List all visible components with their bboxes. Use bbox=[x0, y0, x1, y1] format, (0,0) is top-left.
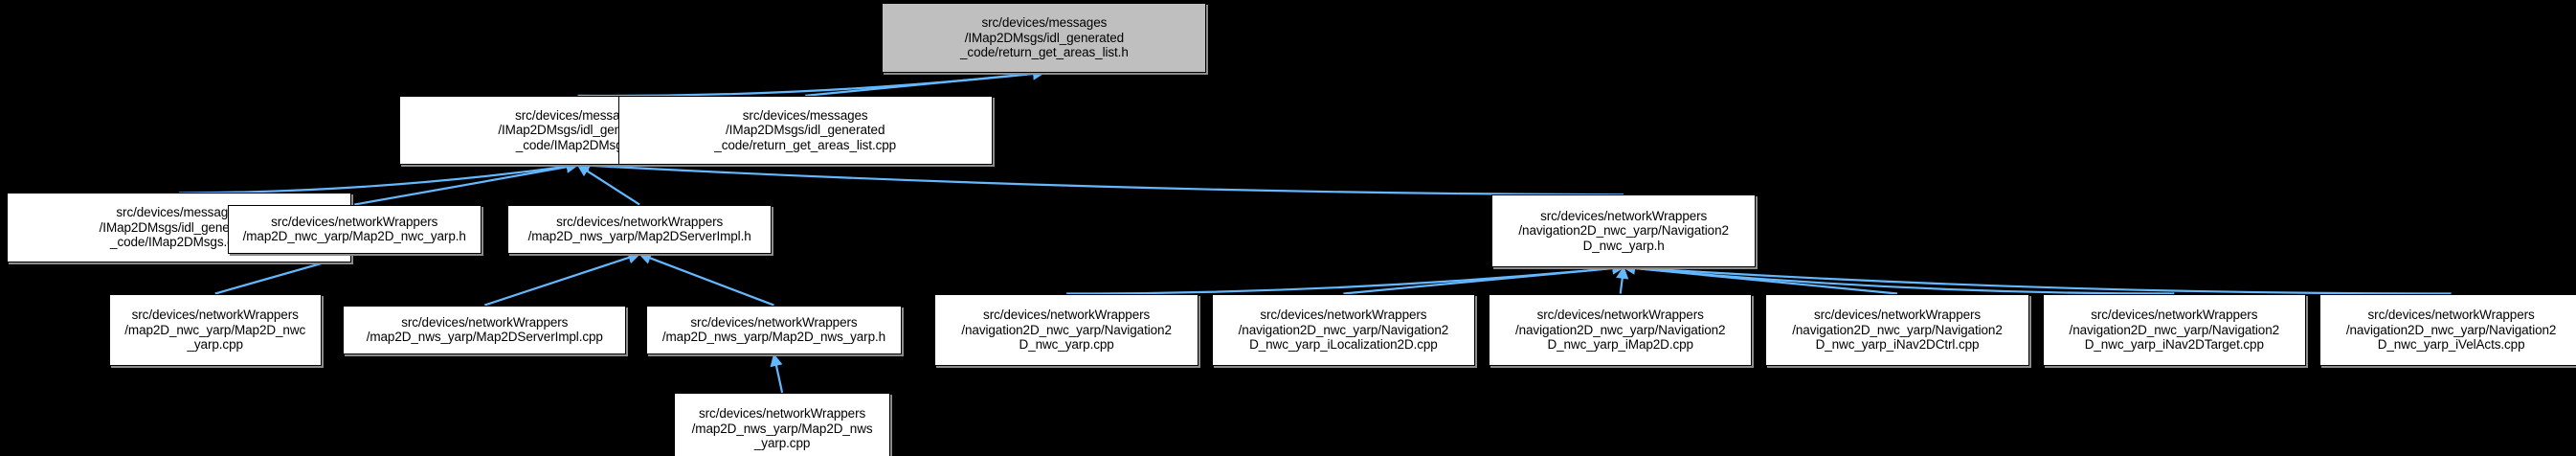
node-label: src/devices/networkWrappers /navigation2… bbox=[2345, 308, 2557, 353]
edge-Map2D-nws-yarp-h-to-Map2DServerImpl-h bbox=[638, 252, 774, 307]
node-Map2D_nws_yarp-cpp[interactable]: src/devices/networkWrappers /map2D_nws_y… bbox=[674, 392, 890, 456]
node-label: src/devices/networkWrappers /map2D_nws_y… bbox=[366, 314, 603, 345]
node-label: src/devices/messages /IMap2DMsgs/idl_gen… bbox=[714, 107, 897, 152]
node-label: src/devices/messages /IMap2DMsgs/idl_gen… bbox=[99, 205, 258, 250]
node-label: src/devices/networkWrappers /navigation2… bbox=[1514, 308, 1726, 353]
edge-return-get-areas-list-cpp-to-root bbox=[805, 67, 1046, 97]
node-Navigation2D_nwc_yarp-iNav2DTarget-cpp[interactable]: src/devices/networkWrappers /navigation2… bbox=[2042, 293, 2307, 367]
node-label: src/devices/networkWrappers /map2D_nwc_y… bbox=[242, 214, 466, 244]
edge-iMap2D-cpp-to-header bbox=[1616, 265, 1629, 294]
node-return_get_areas_list-h[interactable]: src/devices/messages /IMap2DMsgs/idl_gen… bbox=[882, 3, 1207, 73]
node-label: src/devices/networkWrappers /map2D_nws_y… bbox=[661, 314, 886, 345]
node-Map2D_nwc_yarp-cpp[interactable]: src/devices/networkWrappers /map2D_nwc_y… bbox=[108, 293, 322, 367]
edge-Map2D-nws-yarp-cpp-to-Map2D-nws-yarp-h bbox=[770, 353, 784, 394]
node-label: src/devices/networkWrappers /navigation2… bbox=[961, 308, 1172, 353]
node-label: src/devices/messages /IMap2DMsgs/idl_gen… bbox=[960, 15, 1129, 60]
node-Map2DServerImpl-h[interactable]: src/devices/networkWrappers /map2D_nws_y… bbox=[507, 204, 772, 255]
edge-Navigation2D-nwc-yarp-h-to-IMap2DMsgs-h bbox=[576, 159, 1624, 196]
node-label: src/devices/networkWrappers /map2D_nwc_y… bbox=[124, 308, 306, 353]
node-label: src/devices/messages /IMap2DMsgs/idl_gen… bbox=[498, 107, 658, 152]
edge-iVelActs-cpp-to-header bbox=[1622, 262, 2452, 295]
node-label: src/devices/networkWrappers /map2D_nws_y… bbox=[527, 214, 751, 244]
node-label: src/devices/networkWrappers /navigation2… bbox=[1238, 308, 1449, 353]
node-Navigation2D_nwc_yarp-iMap2D-cpp[interactable]: src/devices/networkWrappers /navigation2… bbox=[1488, 293, 1753, 367]
node-return_get_areas_list-cpp[interactable]: src/devices/messages /IMap2DMsgs/idl_gen… bbox=[617, 95, 993, 166]
node-Map2D_nws_yarp-h[interactable]: src/devices/networkWrappers /map2D_nws_y… bbox=[646, 305, 902, 355]
edge-IMap2DMsgs-cpp-to-IMap2DMsgs-h bbox=[178, 160, 579, 194]
node-Navigation2D_nwc_yarp-cpp[interactable]: src/devices/networkWrappers /navigation2… bbox=[934, 293, 1198, 367]
node-Navigation2D_nwc_yarp-h[interactable]: src/devices/networkWrappers /navigation2… bbox=[1491, 194, 1756, 267]
node-Navigation2D_nwc_yarp-iLocalization2D-cpp[interactable]: src/devices/networkWrappers /navigation2… bbox=[1211, 293, 1476, 367]
edge-iLocalization2D-cpp-to-header bbox=[1343, 262, 1625, 295]
edge-IMap2DMsgs-h-to-root bbox=[577, 67, 1046, 98]
node-Navigation2D_nwc_yarp-iNav2DCtrl-cpp[interactable]: src/devices/networkWrappers /navigation2… bbox=[1765, 293, 2029, 367]
edge-Map2DServerImpl-cpp-to-Map2DServerImpl-h bbox=[483, 251, 641, 307]
edge-Map2DServerImpl-h-to-IMap2DMsgs-h bbox=[576, 164, 640, 206]
node-label: src/devices/networkWrappers /navigation2… bbox=[1518, 208, 1729, 253]
node-Navigation2D_nwc_yarp-iVelActs-cpp[interactable]: src/devices/networkWrappers /navigation2… bbox=[2318, 293, 2576, 367]
node-label: src/devices/networkWrappers /map2D_nws_y… bbox=[691, 406, 873, 451]
edge-iNav2DTarget-cpp-to-header bbox=[1622, 262, 2175, 295]
edge-iNav2DCtrl-cpp-to-header bbox=[1622, 262, 1898, 295]
node-label: src/devices/networkWrappers /navigation2… bbox=[2069, 308, 2280, 353]
node-label: src/devices/networkWrappers /navigation2… bbox=[1792, 308, 2003, 353]
edge-Navigation2D-nwc-yarp-cpp-to-header bbox=[1066, 262, 1625, 295]
node-Map2DServerImpl-cpp[interactable]: src/devices/networkWrappers /map2D_nws_y… bbox=[343, 305, 627, 355]
edge-Map2D-nwc-yarp-h-to-IMap2DMsgs-h bbox=[354, 160, 579, 206]
node-Map2D_nwc_yarp-h[interactable]: src/devices/networkWrappers /map2D_nwc_y… bbox=[227, 204, 482, 255]
